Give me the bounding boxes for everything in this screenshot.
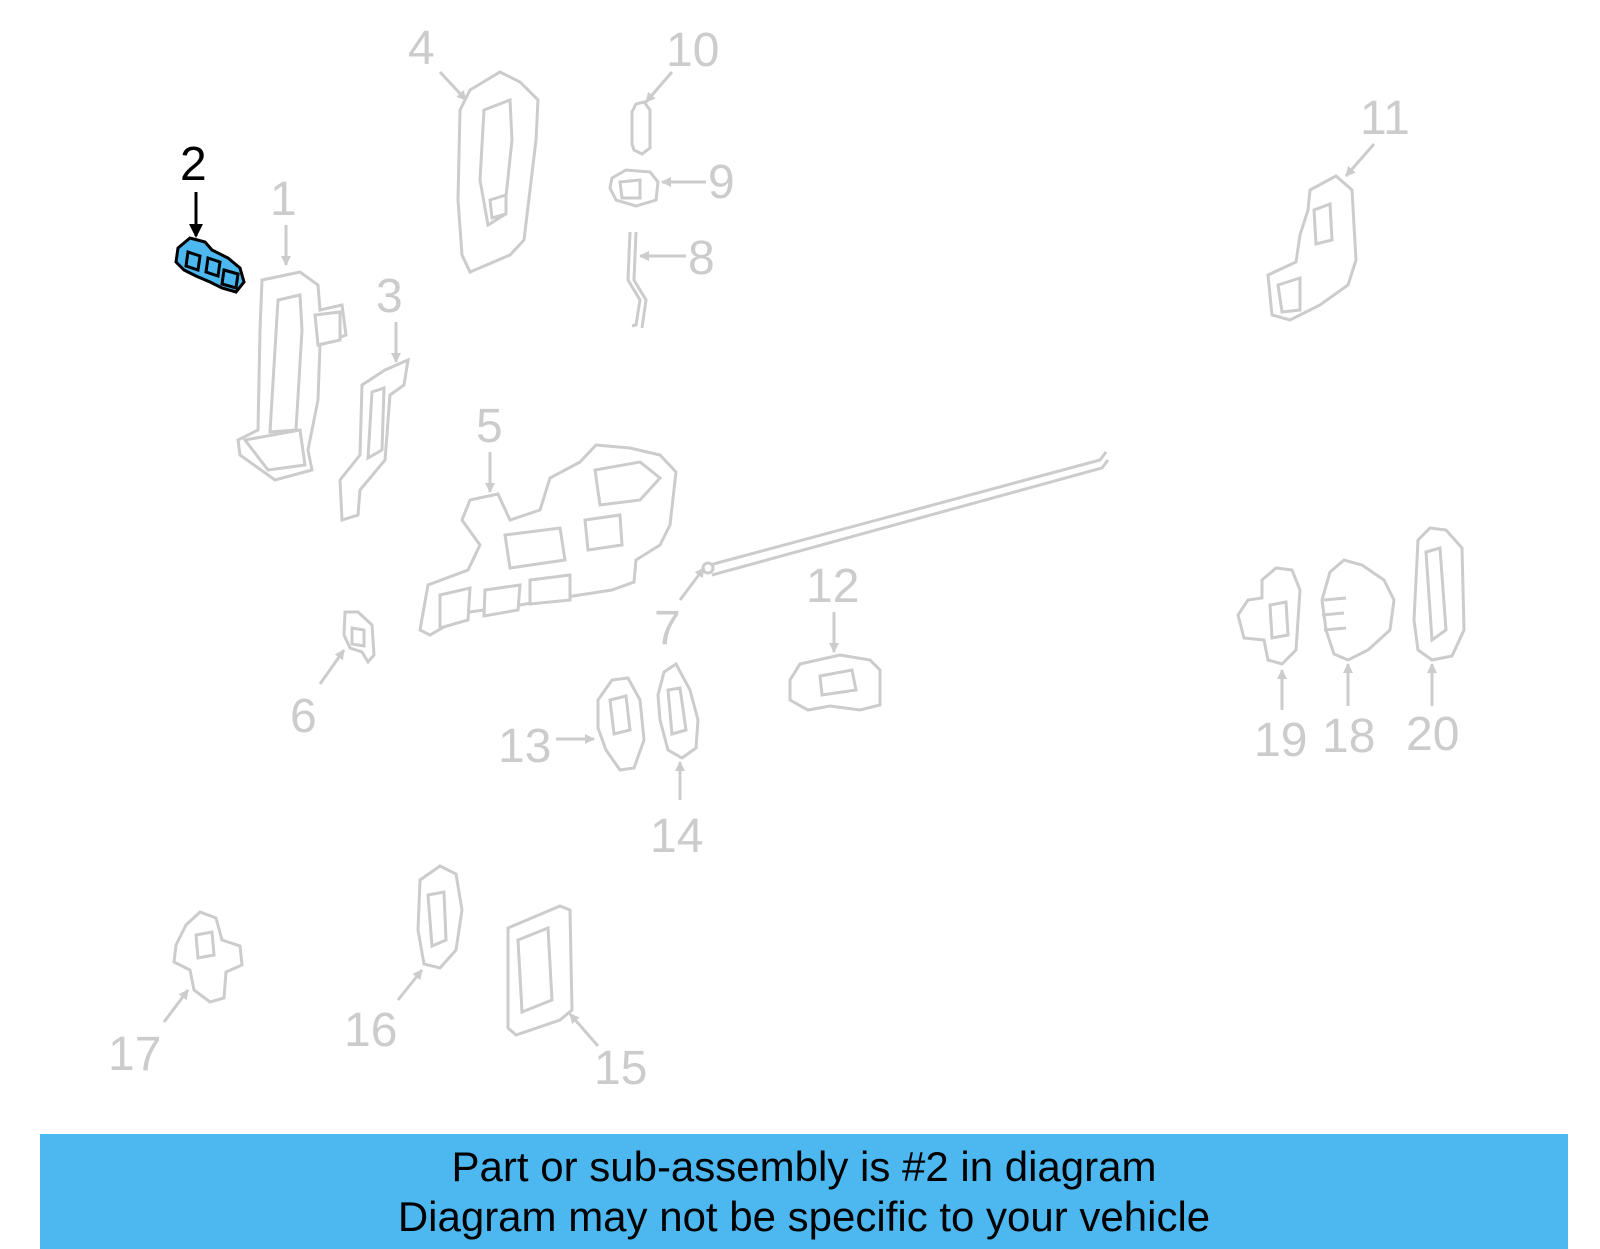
callout-8: 8 <box>688 232 715 285</box>
part-6-clip <box>342 610 376 665</box>
callout-10: 10 <box>666 24 719 77</box>
callout-13: 13 <box>498 720 551 773</box>
part-2-lock-cylinder <box>174 236 246 294</box>
banner-line-2: Diagram may not be specific to your vehi… <box>397 1193 1211 1240</box>
part-1-handle-carrier <box>236 270 348 482</box>
banner-line-1: Part or sub-assembly is #2 in diagram <box>451 1143 1157 1190</box>
callout-7: 7 <box>654 602 681 655</box>
callout-11: 11 <box>1360 92 1410 145</box>
part-9-clip <box>608 168 660 208</box>
callout-4: 4 <box>408 22 435 75</box>
callout-5: 5 <box>476 400 503 453</box>
callout-1: 1 <box>270 173 297 226</box>
callout-17: 17 <box>108 1028 161 1081</box>
part-17-retainer <box>172 910 244 1004</box>
part-15-bracket <box>506 904 574 1037</box>
info-banner: Part or sub-assembly is #2 in diagram Di… <box>40 1134 1568 1249</box>
part-19-bumper <box>1236 566 1302 666</box>
callout-2: 2 <box>180 138 207 191</box>
part-5-latch-assembly <box>418 443 678 637</box>
callout-15: 15 <box>594 1042 647 1095</box>
part-16-clip <box>416 864 464 970</box>
callout-3: 3 <box>376 270 403 323</box>
part-10-lock-knob <box>630 100 652 156</box>
callout-20: 20 <box>1406 708 1459 761</box>
callout-12: 12 <box>806 560 859 613</box>
leader-arrows <box>162 70 1437 1047</box>
callout-9: 9 <box>708 156 735 209</box>
part-8-lock-rod <box>626 231 648 329</box>
part-18-bumper <box>1320 558 1396 662</box>
part-12-wedge <box>788 653 882 712</box>
callout-6: 6 <box>290 690 317 743</box>
callout-19: 19 <box>1254 714 1307 767</box>
part-7-rod <box>701 451 1110 577</box>
part-3-bracket <box>338 357 410 523</box>
callout-14: 14 <box>650 810 703 863</box>
part-4-inside-handle <box>456 70 540 274</box>
part-11-bracket <box>1266 174 1358 322</box>
callout-16: 16 <box>344 1004 397 1057</box>
part-13-bumper <box>596 676 646 772</box>
part-14-clip <box>656 661 700 760</box>
callout-18: 18 <box>1322 710 1375 763</box>
part-20-pad <box>1412 526 1466 662</box>
